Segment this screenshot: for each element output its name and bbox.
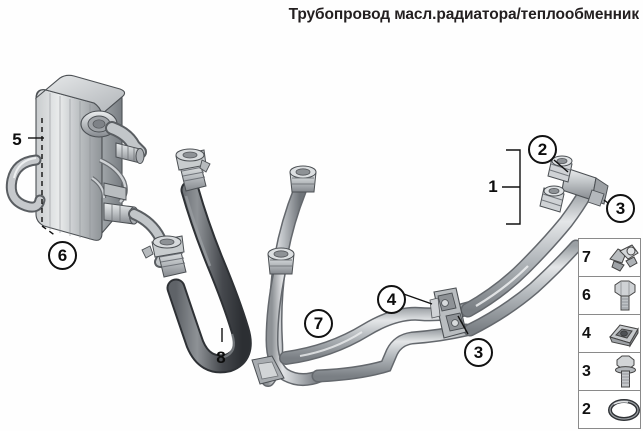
callout-3-upper-label: 3: [615, 199, 626, 218]
callout-1-label: 1: [488, 176, 498, 196]
cooler-port-upper: [115, 142, 145, 164]
legend-number-7: 7: [582, 248, 591, 266]
page-title: Трубопровод масл.радиатора/теплообменник: [288, 6, 640, 23]
metal-pipe-main-long: [460, 184, 594, 337]
callout-3-lower[interactable]: 3: [464, 338, 493, 367]
parts-legend: 7 6: [578, 238, 641, 429]
flange-bolt-icon: [604, 353, 640, 390]
callout-2[interactable]: 2: [528, 135, 557, 164]
hose-clamp-icon: [604, 239, 640, 276]
legend-number-6: 6: [582, 286, 591, 304]
pipe-left-top-fitting: [289, 165, 317, 193]
legend-number-4: 4: [582, 324, 591, 342]
callout-6-label: 6: [57, 246, 68, 265]
hose-connector-lower: [141, 235, 187, 278]
legend-row-4[interactable]: 4: [579, 315, 640, 353]
oil-cooler-assembly: [5, 74, 169, 268]
callout-8[interactable]: 8: [212, 347, 230, 367]
callout-3-lower-label: 3: [473, 343, 484, 362]
callout-3-upper[interactable]: 3: [606, 194, 635, 223]
union-collars: [547, 155, 573, 183]
callout-6[interactable]: 6: [48, 241, 77, 270]
callout-2-label: 2: [537, 140, 548, 159]
metal-pipe-lower-step: [311, 323, 473, 383]
pipe-union-upper-right: [539, 155, 609, 213]
legend-number-2: 2: [582, 400, 591, 418]
legend-row-7[interactable]: 7: [579, 239, 640, 277]
callout-8-label: 8: [216, 347, 226, 367]
pipe-bracket-clip: [429, 287, 467, 339]
callout-7-label: 7: [313, 314, 324, 333]
union-collars-lower: [539, 185, 565, 213]
callout-5-label: 5: [12, 129, 22, 149]
callout-7[interactable]: 7: [304, 309, 333, 338]
legend-number-3: 3: [582, 362, 591, 380]
rubber-return-hose: [141, 148, 252, 374]
clip-nut-icon: [604, 315, 640, 352]
hose-connector-upper: [175, 148, 211, 192]
legend-row-2[interactable]: 2: [579, 391, 640, 429]
callout-5[interactable]: 5: [8, 129, 26, 149]
legend-row-6[interactable]: 6: [579, 277, 640, 315]
leader-2: [553, 159, 569, 173]
pipe-inner-top-fitting: [267, 247, 295, 275]
metal-pipe-left-inner: [251, 247, 327, 386]
hex-bolt-icon: [604, 277, 640, 314]
leader-3-lower: [457, 315, 469, 335]
callout-1[interactable]: 1: [484, 176, 502, 196]
o-ring-icon: [604, 391, 640, 428]
callout-4-label: 4: [386, 290, 397, 309]
leader-6: [41, 118, 57, 237]
legend-row-3[interactable]: 3: [579, 353, 640, 391]
callout-4[interactable]: 4: [377, 285, 406, 314]
